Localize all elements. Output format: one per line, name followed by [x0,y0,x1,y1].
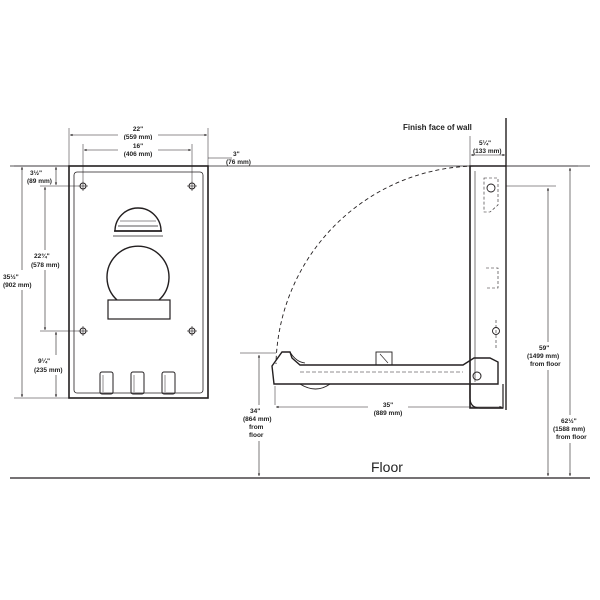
mount-hole-top-left [78,181,88,191]
mount-hole-bottom-right [187,326,197,336]
front-inner-panel [73,171,204,394]
dim-bottom-offset-imp: 9¼" [38,357,50,365]
side-closed-hole-top [486,183,496,193]
dim-depth-closed-imp: 5¼" [479,139,491,147]
front-round-panel [106,245,171,320]
dim-depth-open-met: (889 mm) [374,410,403,417]
dim-depth-open-imp: 35" [383,402,393,409]
dim-deck-height-l4: floor [249,432,264,439]
front-backplate [68,165,209,399]
side-deck-hinge [472,371,482,381]
dim-bottom-offset-met: (235 mm) [34,367,63,374]
dim-top-offset-met: (89 mm) [27,178,52,185]
dim-wall-offset-imp: 3" [233,151,240,158]
front-feet [99,371,176,395]
dim-top-height-met: (1588 mm) [553,426,585,433]
floor-label: Floor [371,459,403,475]
dim-deck-height-met: (864 mm) [243,416,272,423]
side-view: Finish face of wall 5¼" [240,118,598,476]
dim-total-height-imp: 35½" [3,273,19,281]
dim-top-offset-imp: 3½" [30,169,42,177]
dim-depth-closed-met: (133 mm) [473,148,502,155]
dim-hinge-height-imp: 59" [539,345,549,352]
dim-hinge-height-l3: from floor [530,361,561,368]
front-view: 22" (559 mm) 16" (406 mm) 3" (76 mm) 35½… [2,124,251,399]
dim-top-height-l3: from floor [556,434,587,441]
side-open-deck [271,351,504,409]
side-deck-buckle [375,351,393,366]
dim-hole-span-imp: 22¾" [34,252,50,260]
dim-width-outer-met: (559 mm) [124,134,153,141]
side-deck-lower-lip [299,383,331,390]
dim-wall-offset-met: (76 mm) [226,159,251,166]
dim-hinge-height-met: (1499 mm) [527,353,559,360]
mount-hole-bottom-left [78,326,88,336]
front-handle [113,207,163,237]
finish-face-label: Finish face of wall [403,123,472,132]
mount-hole-top-right [187,181,197,191]
side-closed-body [469,165,506,409]
dim-deck-height-l3: from [249,424,264,431]
dim-top-height-imp: 62½" [561,417,577,425]
dim-hole-span-met: (578 mm) [31,262,60,269]
dim-deck-height-imp: 34" [250,408,260,415]
dim-width-inner-imp: 16" [133,143,143,150]
dim-width-inner-met: (406 mm) [124,151,153,158]
dim-total-height-met: (902 mm) [3,282,32,289]
dim-width-outer-imp: 22" [133,126,143,133]
swing-arc [275,165,475,365]
